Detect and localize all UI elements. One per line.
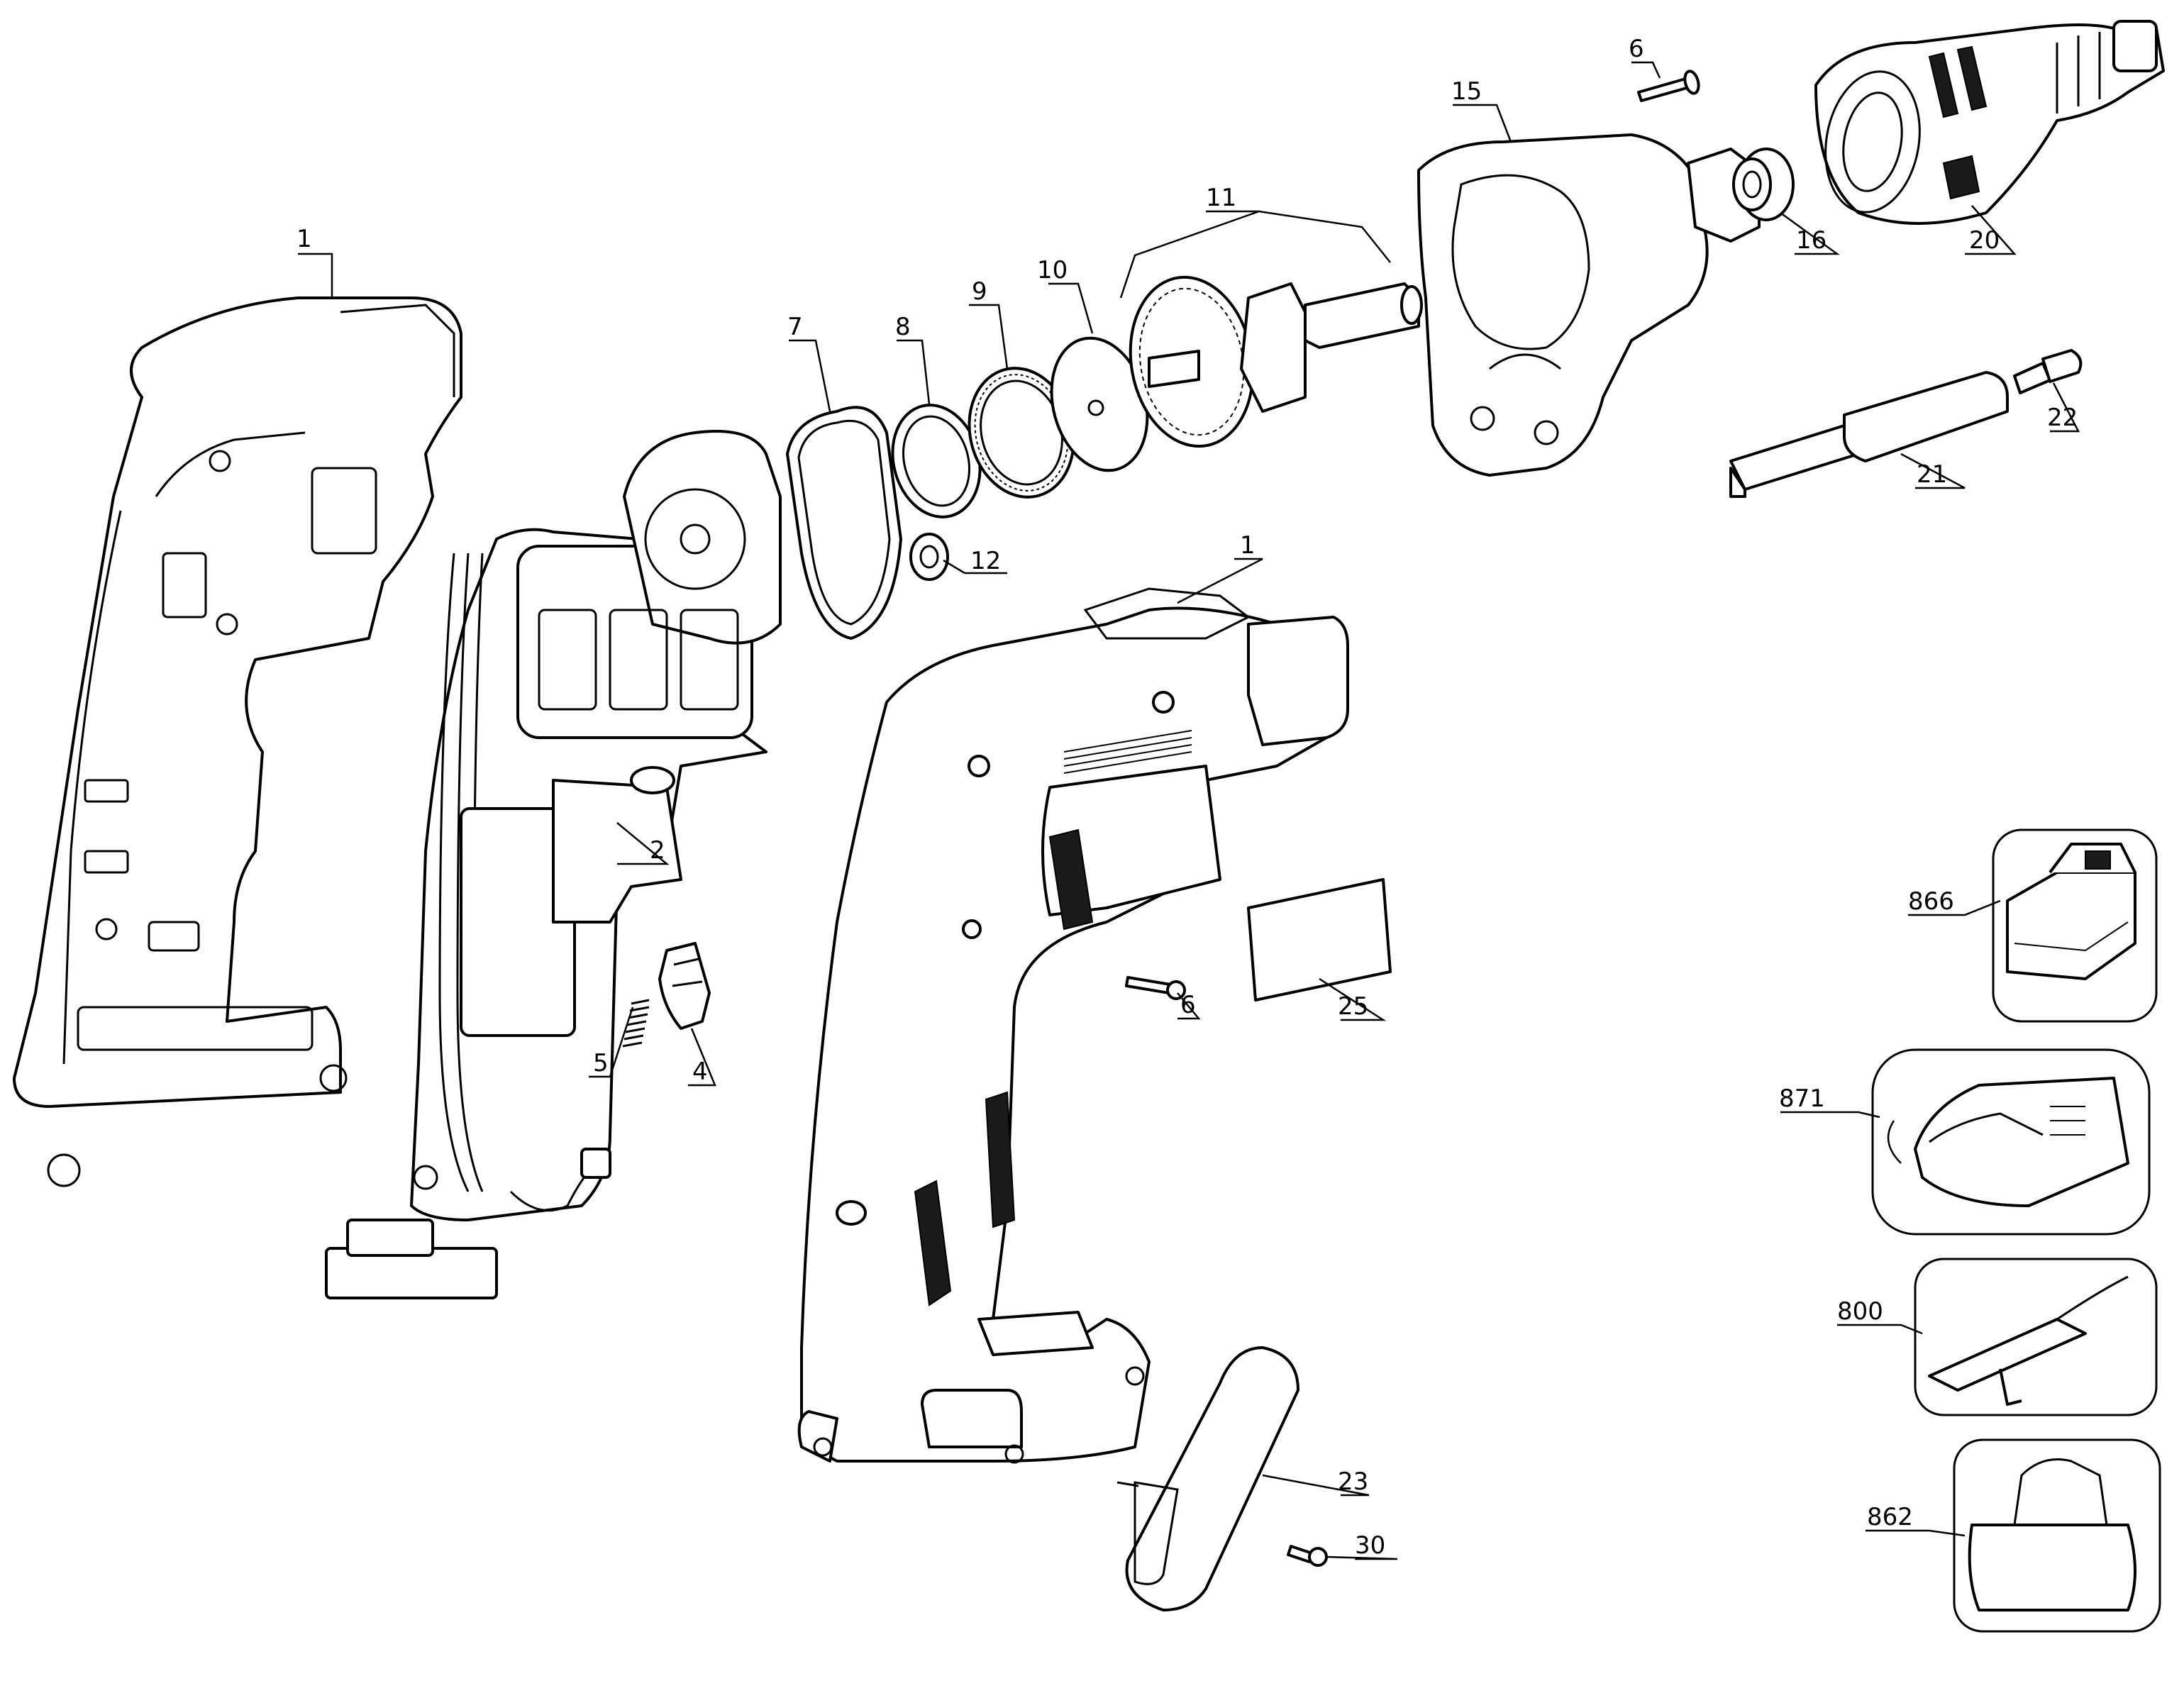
nosecone-assembly: [1814, 20, 2165, 225]
callout-20: 20: [1969, 226, 2000, 255]
housing-half-left: [13, 296, 462, 1187]
drywall-attachment-box: [1914, 1258, 2158, 1416]
screw-6-top: [1637, 70, 1700, 102]
callout-5: 5: [593, 1049, 609, 1077]
callout-6-middle: 6: [1180, 991, 1196, 1019]
callout-1-left: 1: [296, 225, 312, 253]
nameplate-label: [1247, 878, 1392, 1002]
housing-half-right: [797, 587, 1349, 1464]
callout-11: 11: [1206, 184, 1237, 212]
belt-clip: [1116, 1346, 1299, 1611]
bit-holder: [1729, 371, 2009, 498]
screwdriver-bit: [2013, 349, 2083, 394]
callout-1-right: 1: [1240, 531, 1255, 560]
screw-6-middle: [1125, 976, 1186, 1000]
callout-22: 22: [2047, 404, 2078, 432]
callout-16: 16: [1796, 226, 1827, 255]
callout-6-top: 6: [1629, 35, 1644, 63]
callout-12: 12: [970, 547, 1002, 575]
gear-case: [1417, 133, 1761, 477]
callout-15: 15: [1451, 77, 1482, 106]
callout-30: 30: [1355, 1531, 1386, 1560]
callout-21: 21: [1917, 460, 1948, 489]
battery-pack-box: [1992, 828, 2158, 1023]
callout-23: 23: [1338, 1468, 1369, 1496]
callout-862: 862: [1867, 1503, 1913, 1531]
callout-7: 7: [787, 313, 803, 341]
callout-4: 4: [692, 1058, 708, 1086]
callout-9: 9: [972, 277, 987, 306]
tool-bag-box: [1953, 1438, 2161, 1633]
clutch-spacer: [1732, 148, 1795, 221]
clip-screw: [1287, 1545, 1328, 1567]
callout-25: 25: [1338, 992, 1369, 1021]
callout-8: 8: [895, 313, 911, 341]
spring: [622, 999, 650, 1048]
callout-866: 866: [1908, 887, 1954, 916]
callout-871: 871: [1779, 1084, 1825, 1113]
washer-8: [891, 404, 982, 518]
gear-spindle-assembly: [1129, 275, 1423, 448]
trigger-button: [658, 942, 711, 1030]
leader-lines: [298, 61, 2080, 1560]
o-ring-gasket: [786, 406, 902, 640]
motor-switch-assembly: [325, 430, 782, 1299]
spacer-12: [909, 533, 949, 581]
callout-800: 800: [1837, 1297, 1883, 1326]
callout-2: 2: [650, 836, 665, 865]
battery-charger-box: [1871, 1048, 2151, 1236]
callout-10: 10: [1037, 256, 1068, 284]
